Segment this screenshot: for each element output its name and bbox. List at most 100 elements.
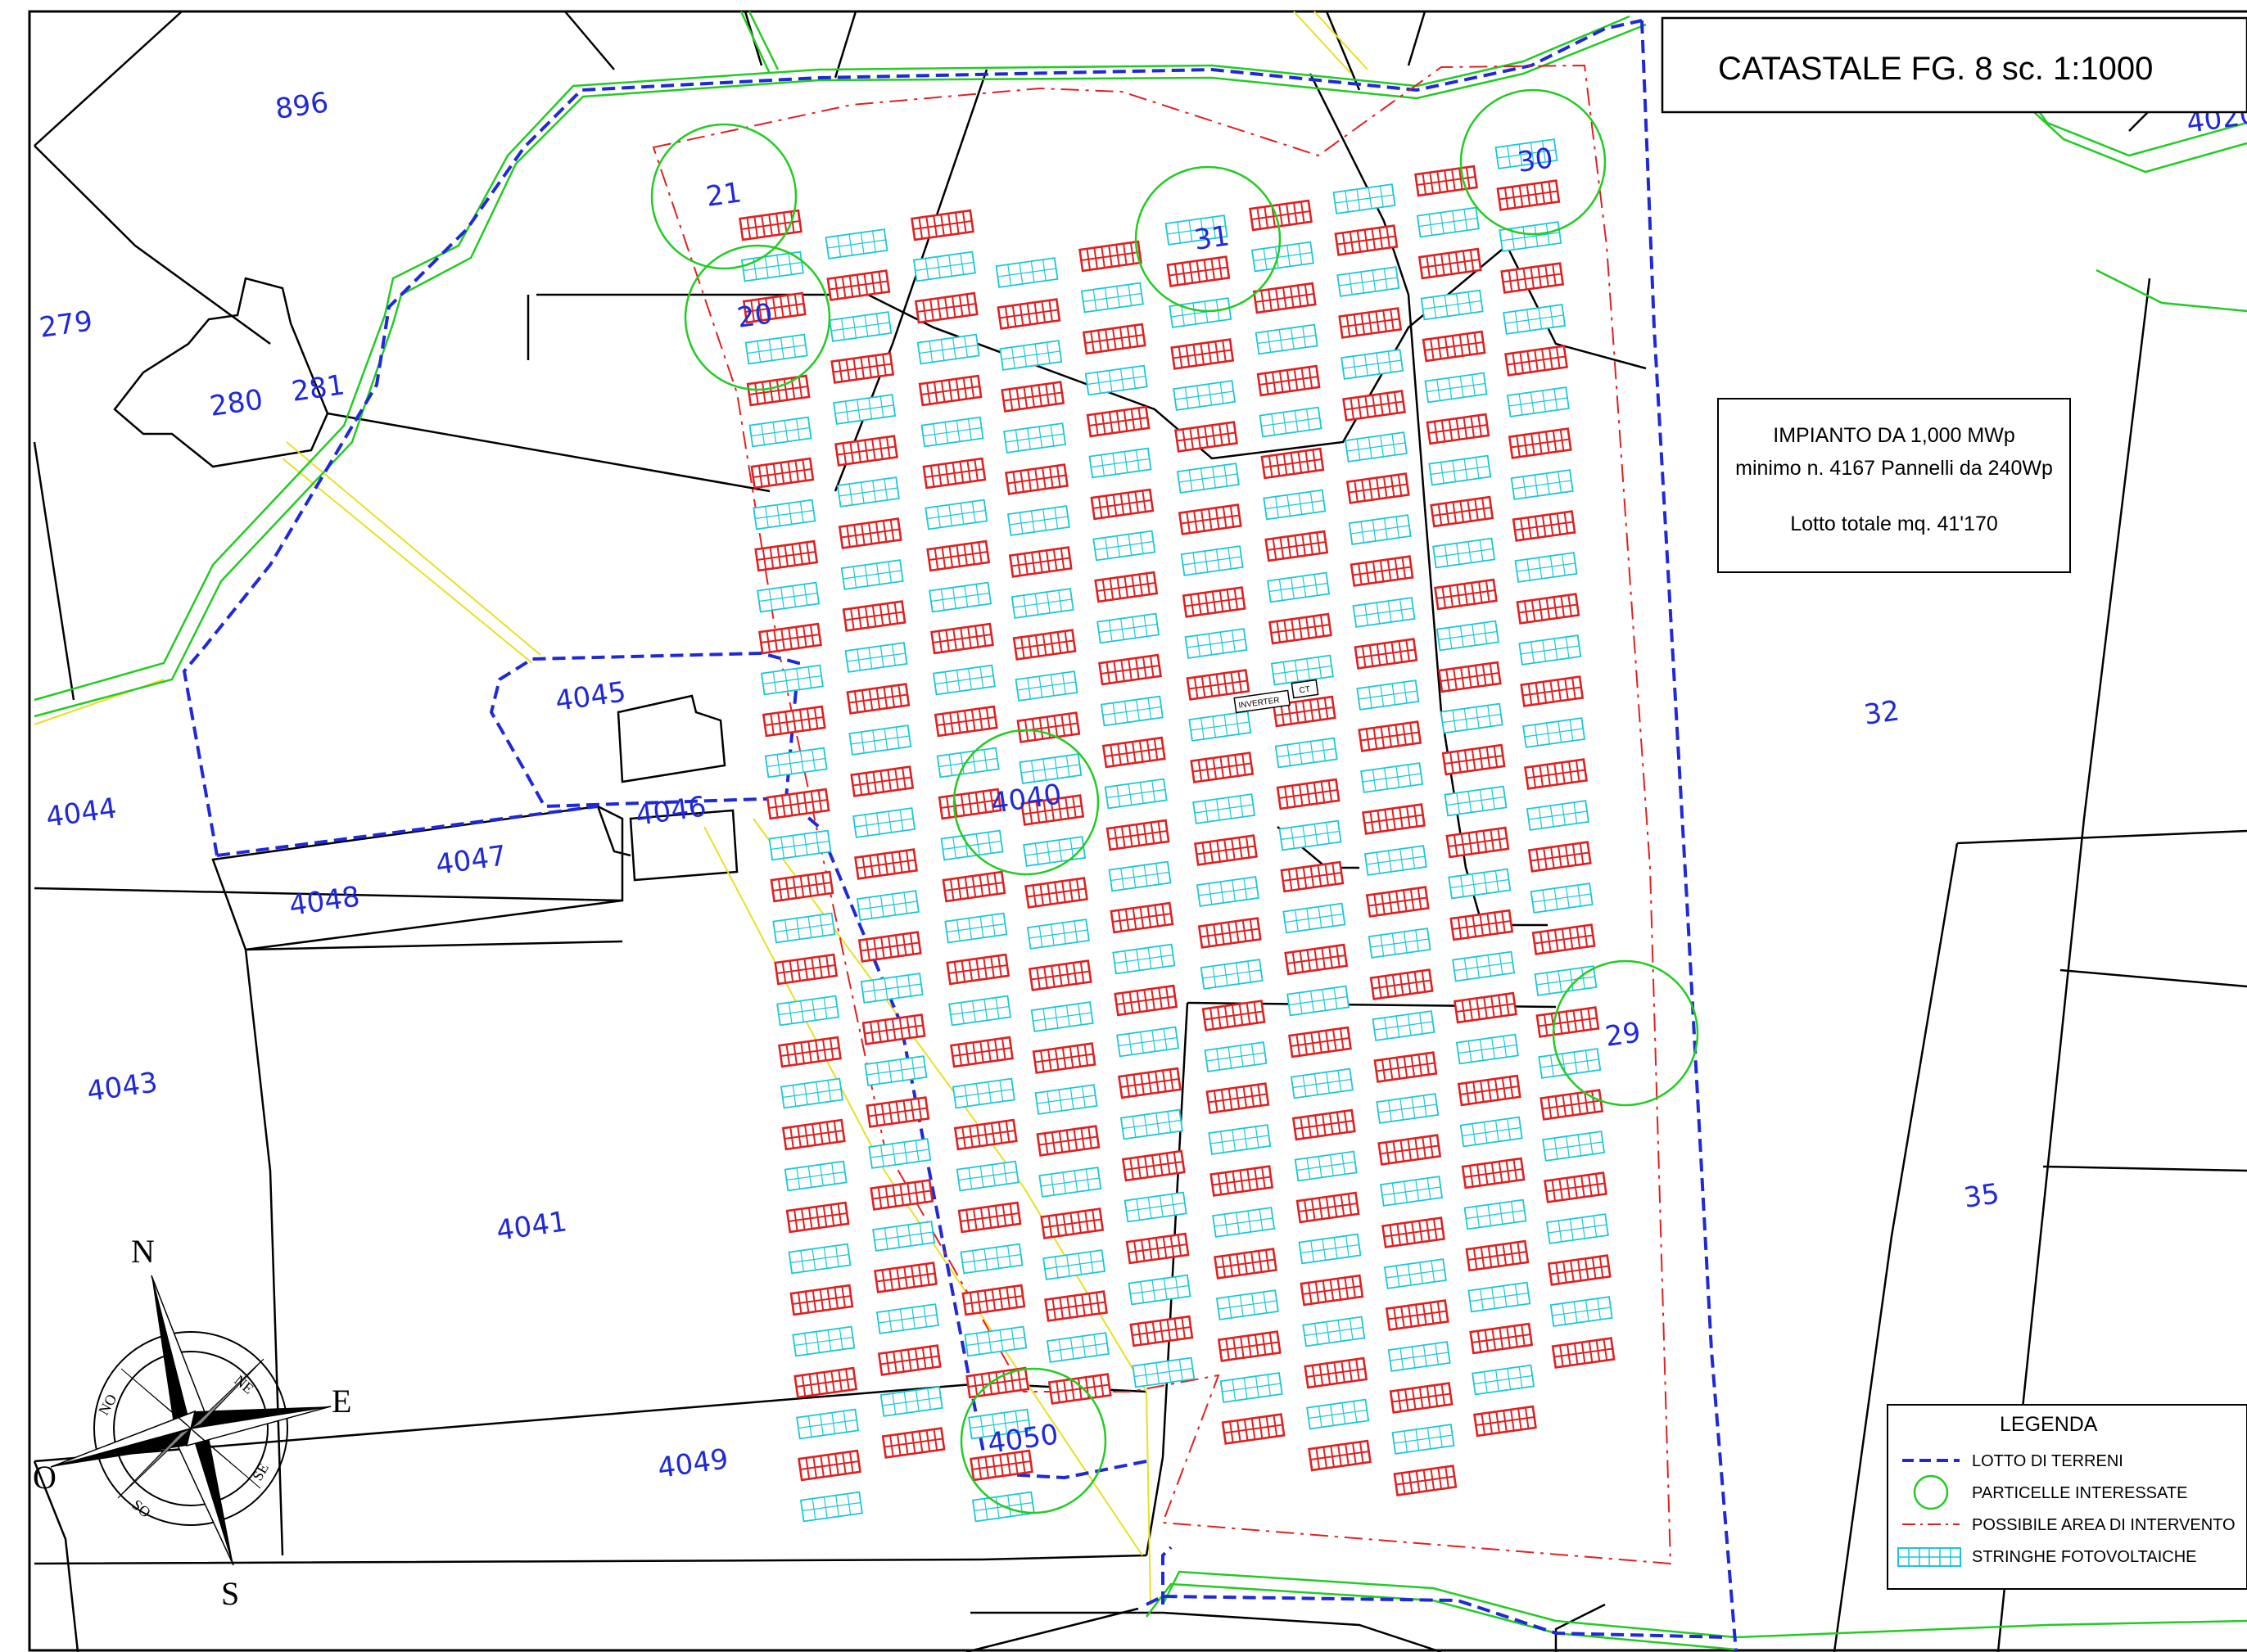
compass-o: O <box>33 1459 57 1496</box>
pv-string-red <box>1129 1315 1194 1347</box>
pv-string-cyan <box>1352 597 1416 628</box>
compass-rose-icon: N S E O NE NO SE SO <box>33 1233 351 1612</box>
pv-string-red <box>1539 1089 1604 1121</box>
yellow-lines <box>34 11 1368 1605</box>
pv-string-red <box>1186 669 1250 701</box>
pv-string-cyan <box>1344 431 1408 463</box>
pv-string-cyan <box>1503 304 1567 335</box>
pv-string-cyan <box>1514 552 1578 583</box>
pv-string-red <box>1547 1254 1612 1286</box>
legend-cyan-panel-symbol <box>1897 1547 1961 1567</box>
pv-string-cyan <box>1267 571 1331 603</box>
pv-string-red <box>1264 530 1329 562</box>
pv-string-cyan <box>1080 282 1144 314</box>
pv-string-red <box>1430 495 1494 528</box>
pv-string-cyan <box>1526 800 1589 831</box>
pv-string-red <box>838 517 902 549</box>
pv-string-cyan <box>1184 628 1248 659</box>
pv-string-red <box>1078 240 1142 273</box>
pv-string-red <box>1457 1074 1521 1107</box>
pv-string-cyan <box>960 1243 1024 1275</box>
circle-21 <box>650 123 798 270</box>
pv-string-red <box>1121 1149 1186 1182</box>
pv-string-cyan <box>1192 793 1256 824</box>
pv-string-cyan <box>1380 1176 1444 1207</box>
pv-string-red <box>793 1366 858 1399</box>
pv-string-red <box>1512 510 1576 542</box>
pv-string-cyan <box>744 333 808 365</box>
circle-29 <box>1552 959 1699 1107</box>
pv-string-red <box>1461 1157 1526 1189</box>
pv-string-cyan <box>1420 289 1484 321</box>
pv-string-red <box>1531 923 1596 955</box>
pv-string-cyan <box>833 394 897 425</box>
pv-string-cyan <box>995 257 1059 288</box>
pv-string-red <box>1441 743 1506 776</box>
pv-string-cyan <box>776 995 840 1027</box>
pv-string-red <box>1105 819 1170 851</box>
pv-string-red <box>970 1449 1033 1482</box>
pv-string-cyan <box>964 1325 1028 1357</box>
pv-string-cyan <box>1506 386 1570 418</box>
pv-string-red <box>1125 1232 1190 1265</box>
pv-string-red <box>854 848 918 880</box>
legend: LEGENDA LOTTO DI TERRENI PARTICELLE INTE… <box>1887 1404 2247 1590</box>
pv-string-red <box>1422 330 1486 363</box>
compass-e: E <box>332 1383 351 1420</box>
pv-string-red <box>1260 447 1325 480</box>
pv-string-cyan <box>796 1408 860 1440</box>
pv-string-cyan <box>1046 1332 1110 1363</box>
pv-string-cyan <box>1341 349 1404 380</box>
pv-string-red <box>758 622 822 655</box>
pv-string-cyan <box>1104 778 1168 810</box>
compass-so: SO <box>129 1496 153 1521</box>
pv-string-red <box>1350 555 1414 587</box>
pv-string-red <box>754 539 819 572</box>
pv-string-cyan <box>1391 1424 1455 1455</box>
pv-string-red <box>874 1262 938 1293</box>
pv-string-red <box>914 291 979 324</box>
pv-string-red <box>1028 959 1092 991</box>
pv-string-cyan <box>1219 1372 1283 1403</box>
pv-string-red <box>861 1013 926 1045</box>
pv-string-cyan <box>1128 1274 1191 1306</box>
pv-string-red <box>778 1036 842 1068</box>
pv-string-cyan <box>860 973 924 1004</box>
pv-string-red <box>918 374 983 407</box>
pv-string-red <box>1178 503 1242 535</box>
pv-string-red <box>1098 653 1162 686</box>
pv-string-cyan <box>1038 1167 1102 1198</box>
compass-no: NO <box>95 1391 120 1418</box>
pv-string-cyan <box>956 1160 1020 1192</box>
pv-string-red <box>842 600 906 632</box>
pv-string-cyan <box>1444 785 1508 817</box>
pv-string-cyan <box>836 476 900 508</box>
ct-label: CT <box>1299 685 1311 696</box>
pv-string-cyan <box>1188 711 1252 742</box>
pv-string-red <box>1295 1191 1360 1224</box>
pv-string-cyan <box>1510 469 1574 500</box>
parcel-4046: 4046 <box>634 790 708 833</box>
pv-string-cyan <box>757 581 821 613</box>
pv-string-red <box>1358 720 1422 752</box>
pv-string-red <box>850 765 915 797</box>
pv-string-red <box>1086 405 1151 438</box>
parcel-4048: 4048 <box>287 880 362 923</box>
pv-string-red <box>1032 1042 1096 1074</box>
pv-string-cyan <box>1534 965 1598 996</box>
pv-string-red <box>1342 390 1406 422</box>
pv-string-red <box>930 622 994 655</box>
parcel-279: 279 <box>38 305 95 345</box>
legend-title: LEGENDA <box>2000 1413 2098 1436</box>
pv-string-red <box>1544 1171 1607 1203</box>
pv-string-cyan <box>1459 1116 1523 1148</box>
pv-string-cyan <box>1372 1010 1435 1041</box>
pv-string-cyan <box>1092 530 1156 562</box>
pv-string-cyan <box>1428 454 1492 486</box>
pv-string-red <box>1268 612 1332 645</box>
pv-string-cyan <box>1084 364 1148 396</box>
parcel-281: 281 <box>290 368 347 408</box>
parcel-4041: 4041 <box>495 1205 569 1248</box>
pv-string-cyan <box>1274 737 1338 769</box>
